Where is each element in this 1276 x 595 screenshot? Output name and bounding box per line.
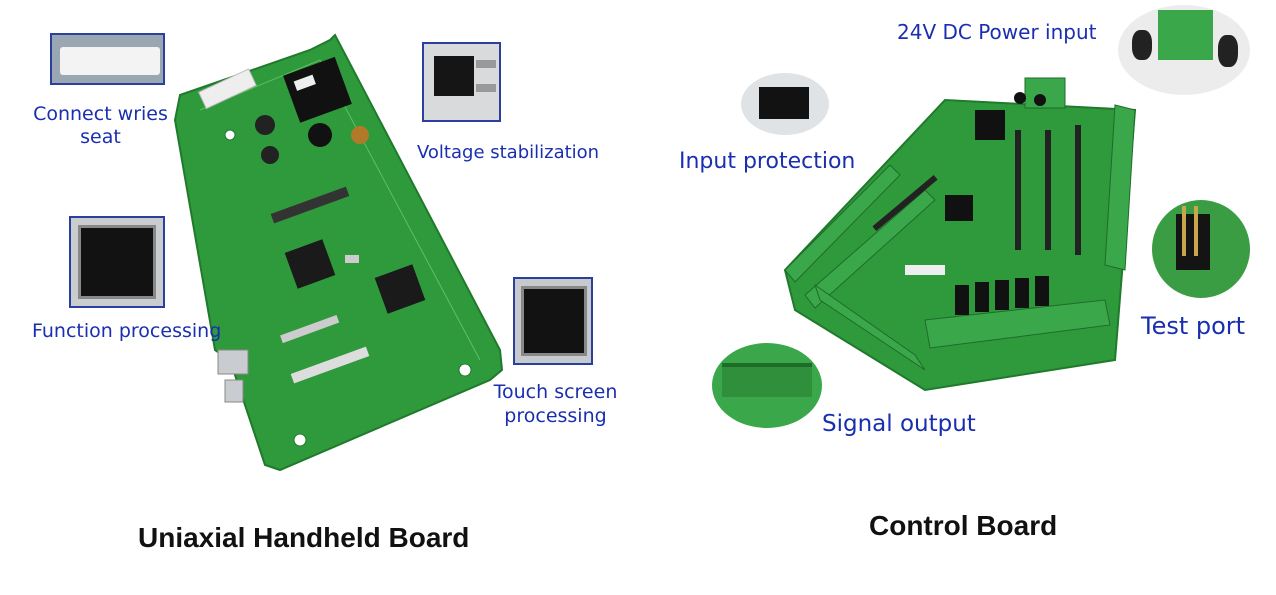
signal-output-inset-photo [712, 343, 822, 428]
touch-screen-processor-inset-photo [513, 277, 593, 365]
input-protection-inset-photo [741, 73, 829, 135]
power-input-inset-photo [1118, 5, 1250, 95]
touch-screen-line1: Touch screen [493, 381, 618, 403]
input-protection-label: Input protection [679, 149, 856, 174]
touch-screen-line2: processing [504, 405, 607, 427]
function-processor-inset-photo [69, 216, 165, 308]
control-board-photo [775, 70, 1155, 400]
voltage-regulator-inset-photo [422, 42, 501, 122]
control-board-caption: Control Board [869, 510, 1058, 541]
voltage-stabilization-label: Voltage stabilization [417, 142, 600, 163]
signal-output-label: Signal output [822, 411, 976, 437]
wire-seat-inset-photo [50, 33, 165, 85]
handheld-board-photo [170, 30, 510, 475]
touch-screen-processing-label: Touch screen processing [493, 380, 618, 428]
function-processing-label: Function processing [32, 320, 222, 342]
test-port-inset-photo [1152, 200, 1250, 298]
connect-wires-seat-line1: Connect wries [33, 103, 168, 125]
test-port-label: Test port [1141, 312, 1246, 340]
connect-wires-seat-label: Connect wries seat [33, 103, 168, 149]
handheld-board-caption: Uniaxial Handheld Board [138, 522, 470, 553]
power-input-label: 24V DC Power input [897, 20, 1097, 44]
connect-wires-seat-line2: seat [80, 126, 121, 148]
